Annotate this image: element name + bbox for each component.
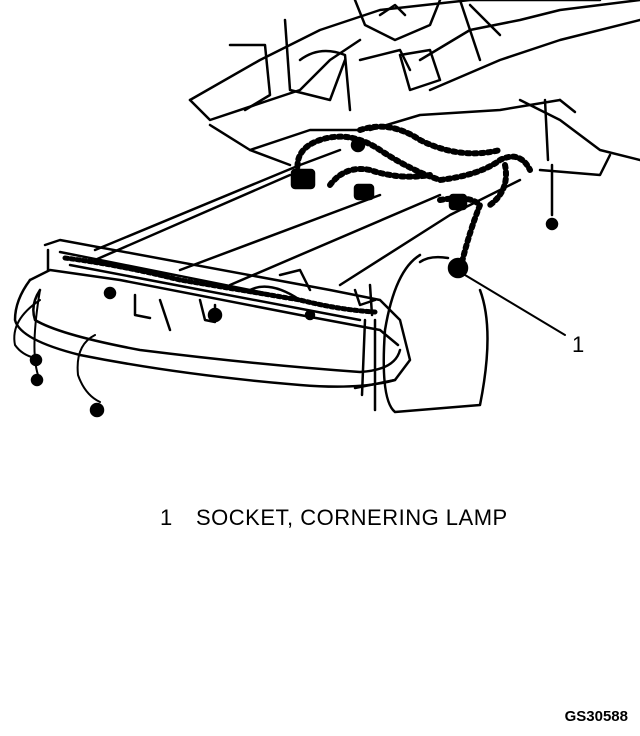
front-end-wiring-illustration xyxy=(13,0,640,418)
legend-item: 1 SOCKET, CORNERING LAMP xyxy=(160,505,508,531)
bumper-harness xyxy=(62,255,378,315)
legend-number: 1 xyxy=(160,505,173,530)
legend-label: SOCKET, CORNERING LAMP xyxy=(196,505,508,530)
bumper-connectors xyxy=(103,286,316,323)
fender-outline xyxy=(382,253,489,414)
cornering-lamp-socket xyxy=(418,255,469,279)
wiring-harness xyxy=(294,123,533,265)
harness-connectors xyxy=(290,137,468,211)
ground-pigtails xyxy=(13,289,101,403)
front-bumper-fascia xyxy=(13,238,412,412)
figure-id: GS30588 xyxy=(564,708,628,725)
callout-number-1: 1 xyxy=(572,332,585,357)
ground-terminals xyxy=(29,353,105,418)
callout-leader-line xyxy=(464,274,566,336)
engine-compartment-structure xyxy=(93,0,640,287)
